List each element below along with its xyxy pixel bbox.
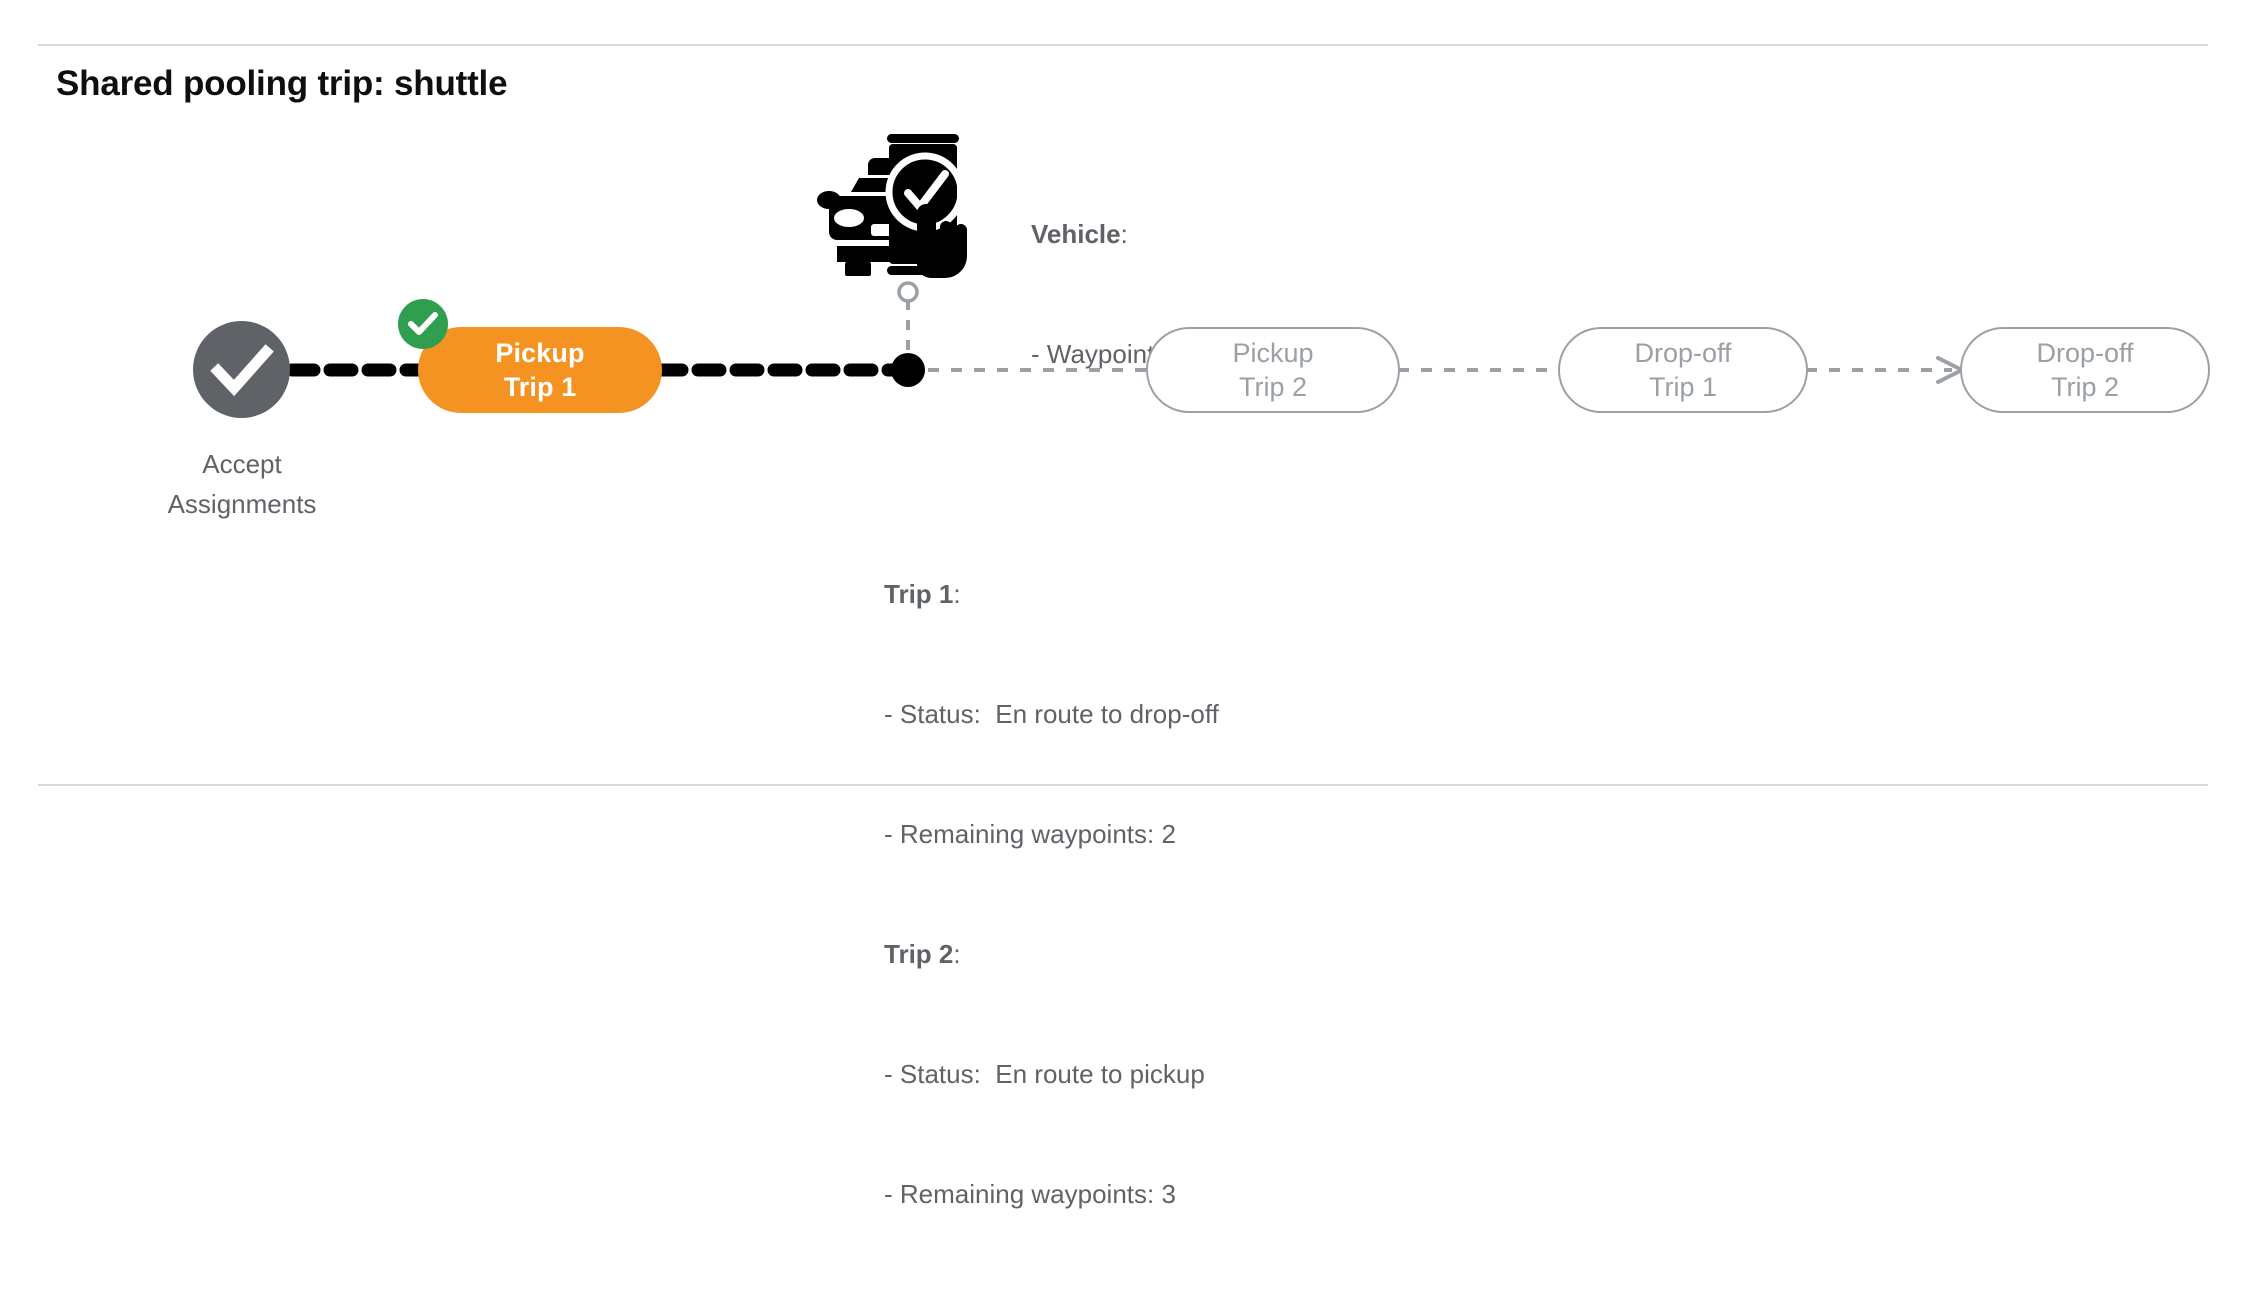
flow-node-pickup-trip-2[interactable]: Pickup Trip 2	[1146, 327, 1400, 413]
flow-node-line2: Trip 2	[2050, 372, 2119, 402]
trips-annotation: Trip 1: - Status: En route to drop-off -…	[884, 494, 1219, 1294]
vehicle-marker	[815, 120, 970, 280]
trip1-heading-text: Trip 1	[884, 579, 954, 609]
start-node-accept-assignments[interactable]	[193, 321, 290, 418]
flow-node-line1: Drop-off	[1634, 338, 1732, 368]
vehicle-annotation-heading-colon: :	[1120, 219, 1128, 249]
trip2-heading: Trip 2:	[884, 934, 1219, 974]
check-badge-icon	[408, 312, 438, 335]
vehicle-phone-check-icon	[817, 134, 967, 278]
flow-node-line2: Trip 2	[1238, 372, 1307, 402]
trip1-heading-colon: :	[953, 579, 961, 609]
flow-node-pickup-trip-1[interactable]: Pickup Trip 1	[418, 327, 662, 413]
vehicle-annotation-heading: Vehicle:	[1031, 214, 1196, 254]
trip1-heading: Trip 1:	[884, 574, 1219, 614]
trip2-remaining-waypoints: - Remaining waypoints: 3	[884, 1179, 1176, 1209]
flow-node-line2: Trip 1	[503, 372, 577, 402]
trip1-status: - Status: En route to drop-off	[884, 699, 1219, 729]
current-position-dot	[891, 353, 925, 387]
flow-diagram: Accept Assignments Pickup Trip 1 Pickup …	[92, 120, 2210, 1209]
flow-node-line1: Drop-off	[2036, 338, 2134, 368]
page-title: Shared pooling trip: shuttle	[56, 64, 508, 103]
flow-node-line1: Pickup	[495, 338, 585, 368]
trip2-heading-colon: :	[953, 939, 961, 969]
start-node-label: Accept Assignments	[92, 444, 392, 524]
trip2-status: - Status: En route to pickup	[884, 1059, 1205, 1089]
start-node-label-line1: Accept	[202, 449, 282, 479]
check-circle-icon	[210, 344, 274, 397]
completed-check-badge	[398, 299, 448, 349]
vehicle-anchor-circle	[897, 281, 919, 303]
flow-node-line1: Pickup	[1232, 338, 1314, 368]
flow-connectors	[285, 281, 1964, 387]
flow-node-dropoff-trip-1[interactable]: Drop-off Trip 1	[1558, 327, 1808, 413]
trip2-heading-text: Trip 2	[884, 939, 954, 969]
start-node-label-line2: Assignments	[167, 489, 317, 519]
trip1-remaining-waypoints: - Remaining waypoints: 2	[884, 819, 1176, 849]
top-divider	[38, 44, 2208, 46]
flow-node-dropoff-trip-2[interactable]: Drop-off Trip 2	[1960, 327, 2210, 413]
vehicle-annotation-heading-text: Vehicle	[1031, 219, 1121, 249]
bottom-divider	[38, 784, 2208, 786]
flow-node-line2: Trip 1	[1648, 372, 1717, 402]
